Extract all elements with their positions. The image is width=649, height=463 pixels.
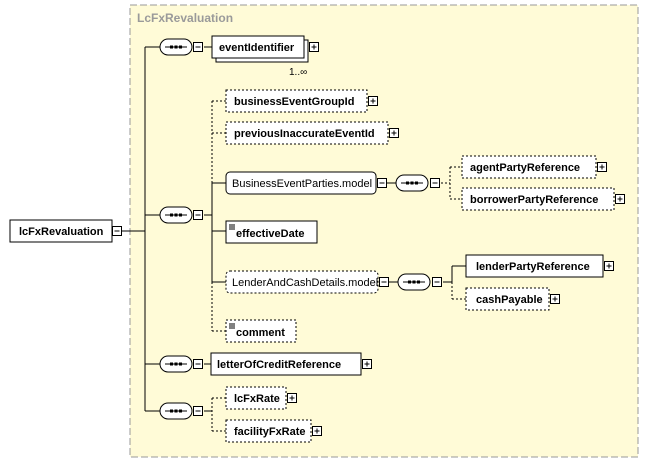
element-comment[interactable]: comment [225,319,297,343]
group-title: LcFxRevaluation [137,11,233,25]
svg-text:comment: comment [236,327,285,339]
collapse-lcfxrevaluation-icon[interactable] [112,226,122,236]
collapse-sequence-icon[interactable] [193,406,203,416]
group-business-event-parties-model[interactable]: BusinessEventParties.model [225,171,377,195]
sequence-compositor-icon[interactable] [159,355,193,373]
group-box [129,4,639,458]
element-facility-fx-rate[interactable]: facilityFxRate [225,419,312,443]
element-event-identifier[interactable]: eventIdentifier [211,35,309,63]
text-content-icon [229,323,235,329]
svg-text:lcFxRevaluation: lcFxRevaluation [19,226,104,238]
expand-cash-payable-icon[interactable] [550,294,560,304]
collapse-sequence-icon[interactable] [193,210,203,220]
element-agent-party-reference[interactable]: agentPartyReference [461,155,597,179]
expand-event-identifier-icon[interactable] [309,42,319,52]
sequence-compositor-icon[interactable] [159,206,193,224]
element-lc-fx-rate[interactable]: lcFxRate [225,386,287,410]
sequence-compositor-icon[interactable] [159,402,193,420]
collapse-sequence-icon[interactable] [432,277,442,287]
expand-lc-fx-rate-icon[interactable] [287,393,297,403]
expand-business-event-group-id-icon[interactable] [368,96,378,106]
expand-lender-party-reference-icon[interactable] [604,261,614,271]
collapse-business-event-parties-icon[interactable] [377,178,387,188]
svg-text:facilityFxRate: facilityFxRate [234,426,306,438]
sequence-compositor-icon[interactable] [395,174,429,192]
optional-connector-lines [211,100,466,432]
sequence-compositor-icon[interactable] [159,38,193,56]
svg-text:borrowerPartyReference: borrowerPartyReference [470,194,598,206]
text-content-icon [229,224,235,230]
element-previous-inaccurate-event-id[interactable]: previousInaccurateEventId [225,121,389,145]
expand-agent-party-reference-icon[interactable] [597,162,607,172]
expand-letter-of-credit-reference-icon[interactable] [362,359,372,369]
group-lender-and-cash-details-model[interactable]: LenderAndCashDetails.model [225,270,379,294]
svg-text:BusinessEventParties.model: BusinessEventParties.model [232,178,372,190]
svg-text:previousInaccurateEventId: previousInaccurateEventId [234,128,375,140]
svg-text:lenderPartyReference: lenderPartyReference [476,261,590,273]
element-cash-payable[interactable]: cashPayable [465,287,550,311]
expand-borrower-party-reference-icon[interactable] [615,194,625,204]
element-borrower-party-reference[interactable]: borrowerPartyReference [461,187,615,211]
svg-text:effectiveDate: effectiveDate [236,228,304,240]
element-letter-of-credit-reference[interactable]: letterOfCreditReference [210,352,362,376]
event-identifier-occurrence: 1..∞ [289,67,307,78]
sequence-compositor-icon[interactable] [397,273,431,291]
svg-text:businessEventGroupId: businessEventGroupId [234,96,354,108]
element-lcfxrevaluation[interactable]: lcFxRevaluation [9,219,113,243]
expand-facility-fx-rate-icon[interactable] [312,426,322,436]
svg-text:letterOfCreditReference: letterOfCreditReference [217,359,341,371]
collapse-sequence-icon[interactable] [430,178,440,188]
element-lender-party-reference[interactable]: lenderPartyReference [465,254,604,278]
element-effective-date[interactable]: effectiveDate [225,220,318,244]
element-business-event-group-id[interactable]: businessEventGroupId [225,89,368,113]
collapse-sequence-icon[interactable] [193,359,203,369]
connector-lines [122,46,466,412]
expand-previous-inaccurate-event-id-icon[interactable] [389,128,399,138]
collapse-lender-and-cash-details-icon[interactable] [379,277,389,287]
svg-text:cashPayable: cashPayable [476,294,543,306]
svg-text:eventIdentifier: eventIdentifier [219,42,295,54]
svg-text:lcFxRate: lcFxRate [234,393,280,405]
svg-text:LenderAndCashDetails.model: LenderAndCashDetails.model [232,277,378,289]
collapse-sequence-icon[interactable] [193,42,203,52]
svg-text:agentPartyReference: agentPartyReference [470,162,580,174]
